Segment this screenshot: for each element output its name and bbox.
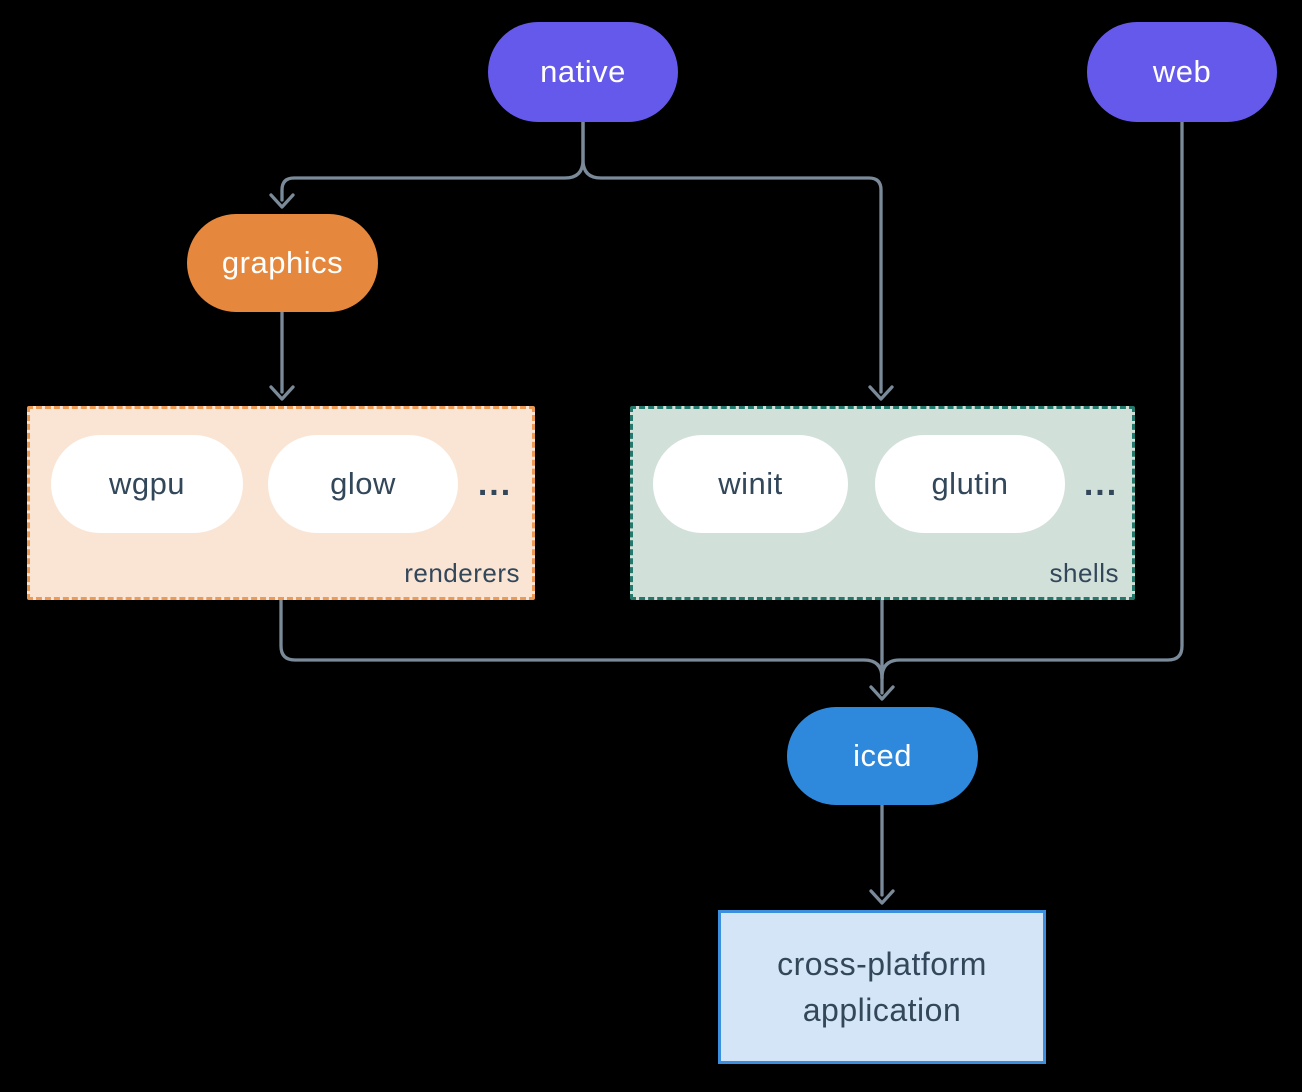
arrowhead-renderers — [269, 385, 295, 401]
app-box: cross-platform application — [718, 910, 1046, 1064]
node-iced-label: iced — [853, 738, 912, 773]
node-web-label: web — [1152, 54, 1212, 89]
group-renderers: wgpu glow ... renderers — [27, 406, 535, 600]
node-graphics-label: graphics — [221, 245, 344, 280]
edge-native-graphics — [280, 120, 585, 202]
arrowhead-app — [869, 889, 895, 905]
pill-wgpu: wgpu — [51, 435, 243, 533]
group-label-shells: shells — [1049, 558, 1119, 588]
edge-renderers-junction — [279, 598, 884, 680]
pill-wgpu-label: wgpu — [108, 466, 186, 501]
node-native: native — [488, 22, 678, 122]
ellipsis-renderers: ... — [477, 465, 513, 503]
node-iced: iced — [787, 707, 978, 805]
pill-glutin: glutin — [875, 435, 1065, 533]
arrowhead-shells — [868, 385, 894, 401]
pill-winit: winit — [653, 435, 848, 533]
app-box-label: cross-platform application — [777, 946, 987, 1028]
edge-native-shells — [581, 120, 883, 394]
ellipsis-shells: ... — [1083, 465, 1119, 503]
pill-glutin-label: glutin — [931, 466, 1009, 501]
pill-glow-label: glow — [330, 466, 396, 501]
pill-winit-label: winit — [718, 466, 783, 501]
pill-glow: glow — [268, 435, 458, 533]
node-web: web — [1087, 22, 1277, 122]
node-graphics: graphics — [187, 214, 378, 312]
arrowhead-iced — [869, 685, 895, 701]
group-label-renderers: renderers — [404, 558, 520, 588]
node-native-label: native — [540, 54, 626, 89]
arrowhead-graphics — [269, 193, 295, 209]
group-shells: winit glutin ... shells — [630, 406, 1135, 600]
